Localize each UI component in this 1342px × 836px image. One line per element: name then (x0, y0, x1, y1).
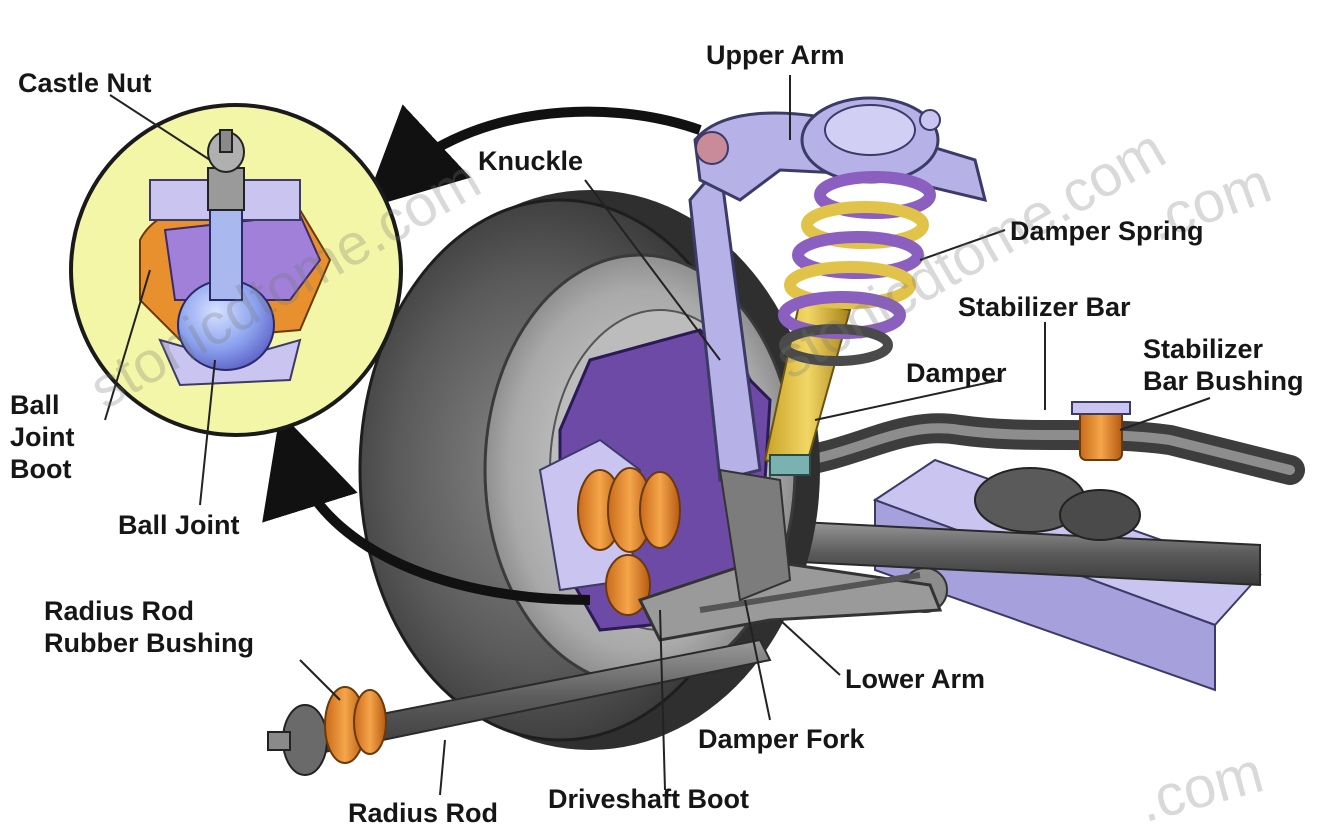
label-ball-joint-boot-1: Ball (10, 390, 60, 420)
label-stabilizer-bar-bushing-1: Stabilizer (1143, 334, 1263, 364)
label-ball-joint-boot-3: Boot (10, 454, 71, 484)
label-damper-spring: Damper Spring (1010, 216, 1204, 246)
label-driveshaft-boot: Driveshaft Boot (548, 784, 749, 814)
label-stabilizer-bar: Stabilizer Bar (958, 292, 1131, 322)
label-damper-fork: Damper Fork (698, 724, 865, 754)
label-knuckle: Knuckle (478, 146, 583, 176)
label-ball-joint: Ball Joint (118, 510, 240, 540)
label-damper: Damper (906, 358, 1007, 388)
label-radius-rod: Radius Rod (348, 798, 498, 828)
label-radius-rod-rubber-bushing-2: Rubber Bushing (44, 628, 254, 658)
driveshaft (760, 468, 1260, 585)
label-stabilizer-bar-bushing-2: Bar Bushing (1143, 366, 1304, 396)
stabilizer-bar-bushing (1072, 402, 1130, 460)
radius-rod-rubber-bushing (325, 687, 386, 763)
label-lower-arm: Lower Arm (845, 664, 985, 694)
label-castle-nut: Castle Nut (18, 68, 152, 98)
label-upper-arm: Upper Arm (706, 40, 845, 70)
label-radius-rod-rubber-bushing-1: Radius Rod (44, 596, 194, 626)
stabilizer-bar (780, 428, 1290, 470)
label-ball-joint-boot-2: Joint (10, 422, 75, 452)
